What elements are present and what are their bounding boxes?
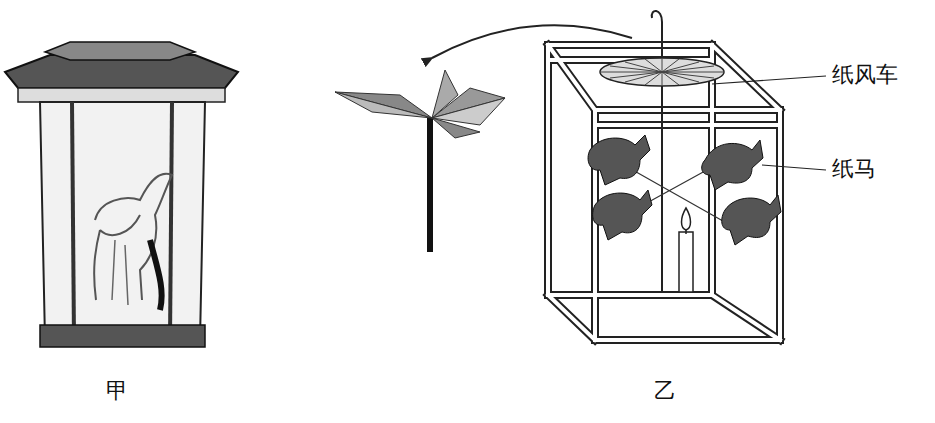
- figure-label: 乙: [654, 378, 676, 404]
- frame-lantern: [548, 11, 781, 340]
- leader-line: [712, 76, 826, 84]
- part-label: 纸马: [832, 156, 876, 182]
- leader-line: [762, 165, 826, 170]
- figure-label: 甲: [106, 378, 128, 404]
- lantern: [5, 42, 238, 347]
- part-label: 纸风车: [832, 62, 898, 88]
- pinwheel: [335, 70, 505, 252]
